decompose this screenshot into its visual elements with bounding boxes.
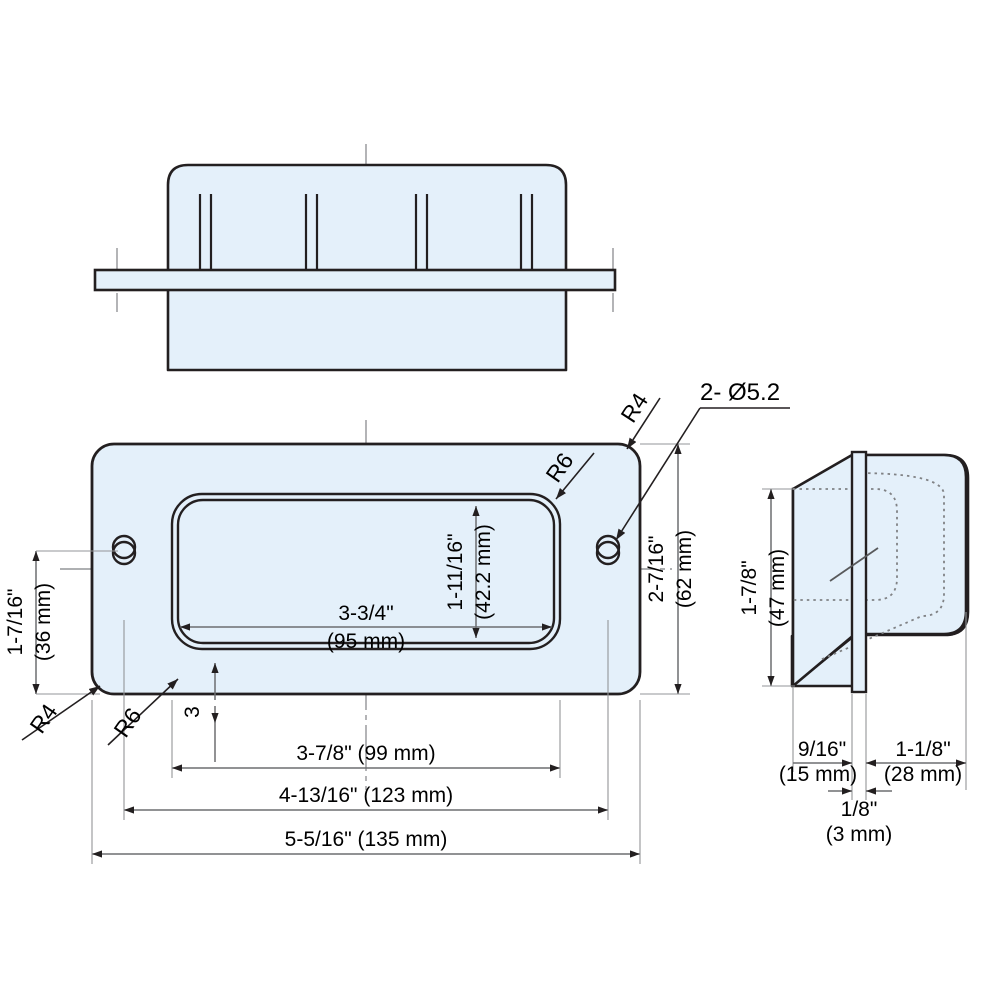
dim-side-flange-depth-mm: (15 mm) [779, 763, 857, 786]
dim-inner-width: 3-3/4" (95 mm) [180, 602, 552, 653]
dim-recess-width: 3-7/8" (99 mm) [171, 700, 561, 778]
callout-hole-spec: 2- Ø5.2 [615, 379, 790, 541]
dim-overall-width: 5-5/16" (135 mm) [91, 700, 641, 864]
dim-rim-width-value: 3 [181, 706, 204, 718]
dim-side-height: 1-7/8" (47 mm) [738, 488, 795, 687]
dim-overall-height-mm: (62 mm) [673, 530, 696, 608]
side-view-group: 1-7/8" (47 mm) 9/16" (15 mm) 1-1/8" (28 … [738, 450, 970, 846]
dim-hole-span-label: 4-13/16" (123 mm) [279, 784, 453, 807]
right-mounting-hole [595, 534, 621, 566]
dim-side-body-depth: 1-1/8" (28 mm) [866, 738, 966, 786]
dim-recess-width-label: 3-7/8" (99 mm) [296, 742, 435, 765]
dim-flange-thickness-mm: (3 mm) [826, 823, 893, 846]
dim-hole-offset-inch: 1-7/16" [4, 589, 27, 656]
dim-overall-height: 2-7/16" (62 mm) [640, 443, 696, 695]
dim-side-flange-depth-inch: 9/16" [798, 738, 846, 761]
side-view-flange-plate [850, 450, 868, 694]
dim-inner-height-mm: (42.2 mm) [472, 524, 495, 620]
left-mounting-hole [111, 534, 137, 566]
front-view-recess-inner [176, 498, 556, 645]
side-view-profile [791, 453, 968, 688]
dim-rim-width: 3 [181, 663, 219, 762]
dim-side-body-depth-mm: (28 mm) [884, 763, 962, 786]
dim-side-height-inch: 1-7/8" [738, 560, 761, 615]
dim-inner-height: 1-11/16" (42.2 mm) [444, 506, 495, 638]
front-view-group: 3-3/4" (95 mm) 1-11/16" (42.2 mm) 1-7/16… [4, 379, 790, 864]
dim-hole-offset-mm: (36 mm) [32, 583, 55, 661]
dim-inner-width-mm: (95 mm) [327, 630, 405, 653]
dim-inner-width-inch: 3-3/4" [338, 602, 393, 625]
dim-side-body-depth-inch: 1-1/8" [895, 738, 950, 761]
dim-flange-thickness-inch: 1/8" [841, 798, 878, 821]
side-view-detail-line [829, 547, 879, 582]
top-view-group [93, 144, 617, 372]
dim-hole-offset-top: 1-7/16" (36 mm) [4, 550, 118, 695]
top-view-flange-bar [93, 268, 617, 292]
top-view-body [166, 163, 568, 372]
dim-overall-width-label: 5-5/16" (135 mm) [285, 828, 448, 851]
dim-overall-height-inch: 2-7/16" [645, 536, 668, 603]
dim-inner-height-inch: 1-11/16" [444, 533, 467, 610]
dim-hole-span: 4-13/16" (123 mm) [123, 620, 609, 820]
callout-hole-spec-label: 2- Ø5.2 [700, 379, 780, 406]
side-view-hidden-contour-upper [793, 488, 898, 601]
dim-side-height-mm: (47 mm) [766, 549, 789, 627]
dim-side-flange-depth: 9/16" (15 mm) [779, 738, 857, 786]
dim-flange-thickness: 1/8" (3 mm) [826, 787, 893, 846]
